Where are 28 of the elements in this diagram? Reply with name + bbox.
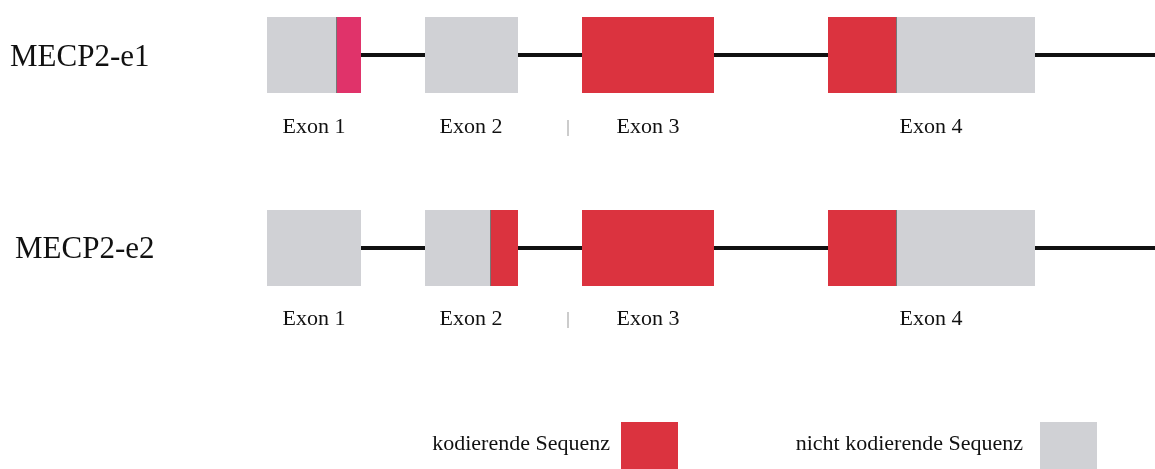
exon-label: Exon 1 (282, 305, 346, 331)
exon-label: Exon 4 (899, 305, 963, 331)
exon-box (425, 210, 518, 286)
exon-label: Exon 2 (439, 113, 503, 139)
exon-label: Exon 3 (616, 305, 680, 331)
transcript-name: MECP2-e2 (15, 230, 155, 266)
exon-box (267, 210, 361, 286)
exon-box (582, 17, 714, 93)
exon-box (267, 17, 361, 93)
intron-line (518, 246, 582, 250)
intron-line (714, 53, 828, 57)
intron-line (714, 246, 828, 250)
exon-label: Exon 2 (439, 305, 503, 331)
transcript-name: MECP2-e1 (10, 38, 150, 74)
exon-box (425, 17, 518, 93)
legend-label: kodierende Sequenz (432, 430, 610, 456)
exon-box (828, 17, 1035, 93)
intron-line (518, 53, 582, 57)
intron-line (361, 53, 425, 57)
exon-box (828, 210, 1035, 286)
intron-line (1035, 53, 1155, 57)
exon-label: Exon 4 (899, 113, 963, 139)
legend-label: nicht kodierende Sequenz (795, 430, 1023, 456)
exon-label: Exon 3 (616, 113, 680, 139)
intron-line (1035, 246, 1155, 250)
intron-line (361, 246, 425, 250)
exon-box (582, 210, 714, 286)
exon-label: Exon 1 (282, 113, 346, 139)
